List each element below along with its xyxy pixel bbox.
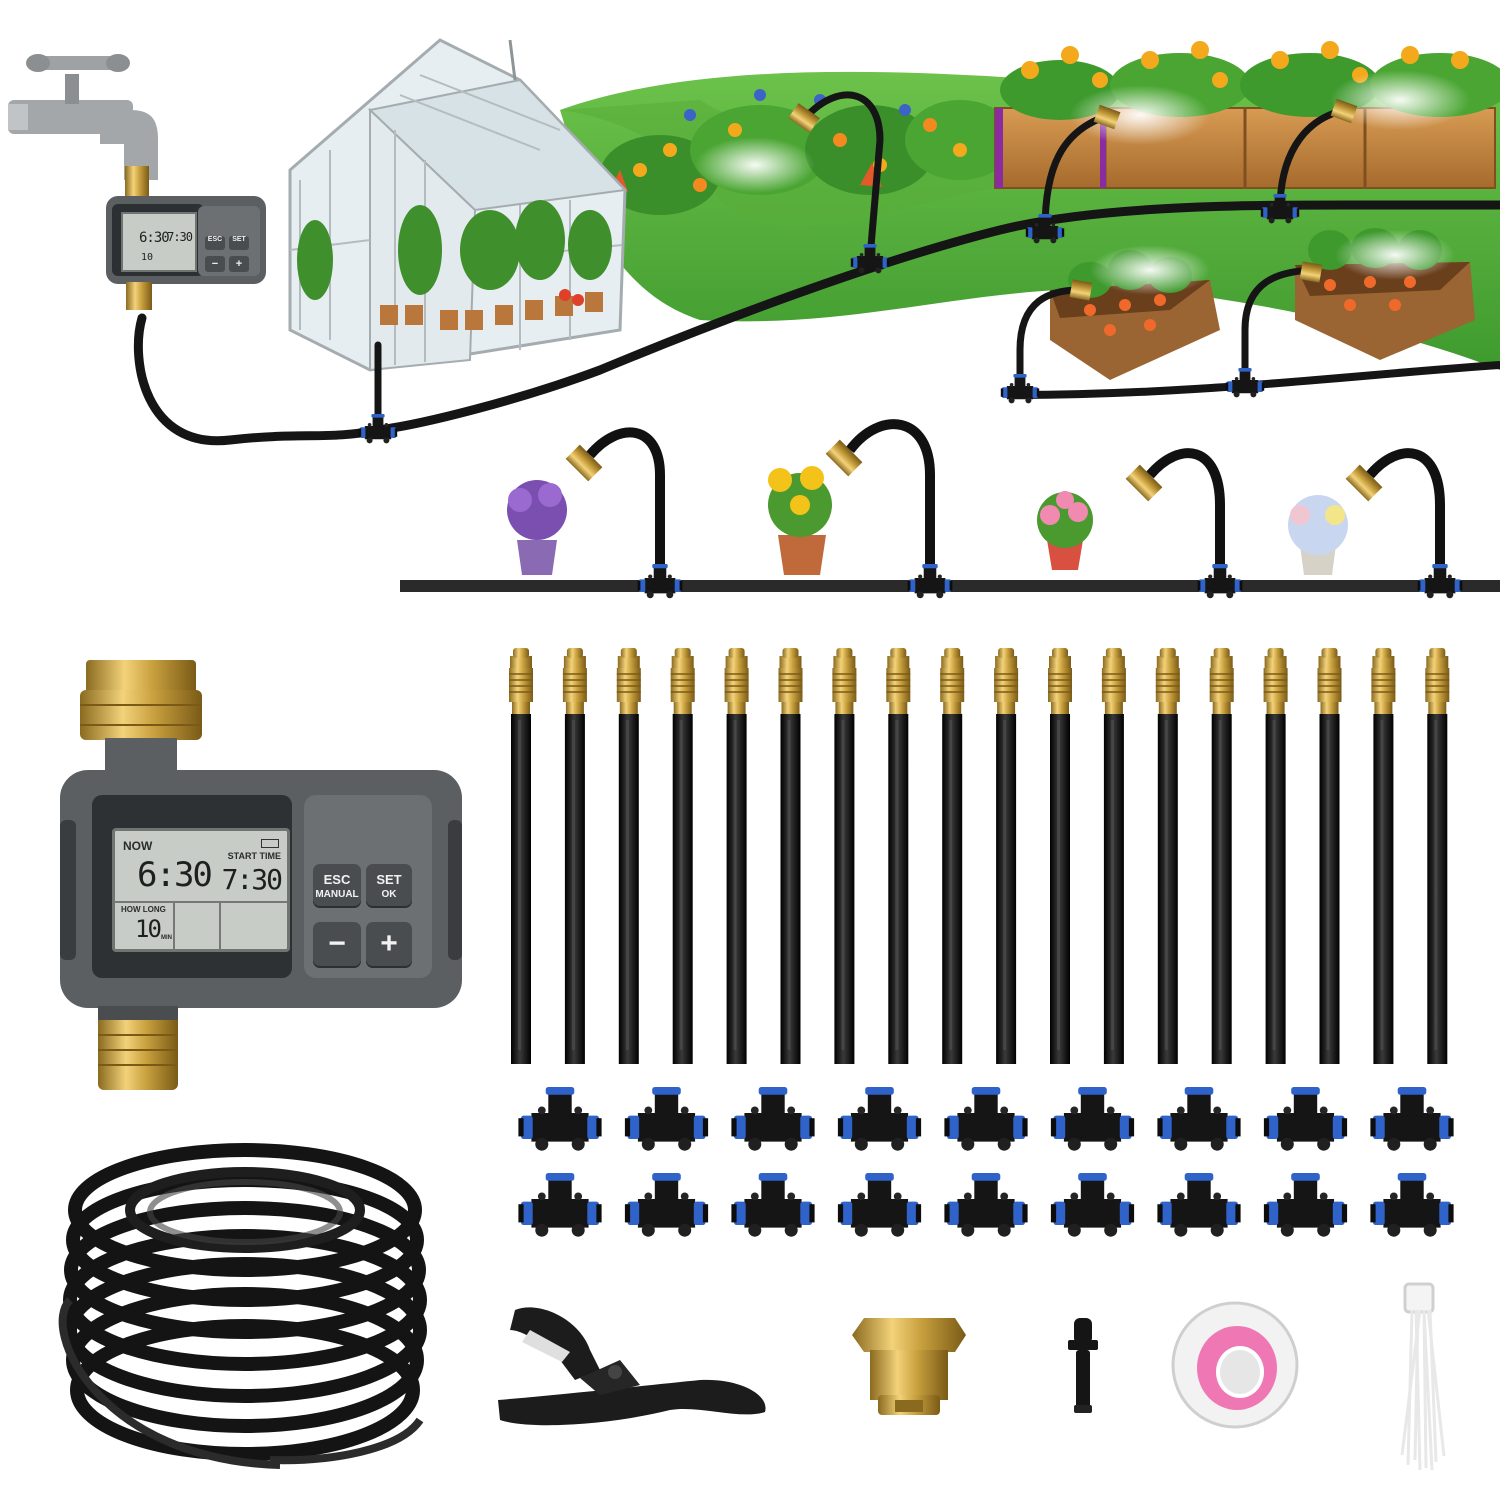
tee-connector (518, 1173, 602, 1237)
esc-manual-button: ESC MANUAL (313, 864, 361, 908)
tube-cutter (498, 1307, 766, 1426)
greenhouse-illustration (288, 38, 628, 372)
nozzle-tube (1047, 647, 1073, 1065)
teflon-tape (1171, 1301, 1299, 1429)
tee-connector (944, 1087, 1028, 1151)
nozzle-tube (1262, 647, 1289, 1065)
start-time-label: START TIME (227, 851, 281, 861)
nozzle-tube (669, 647, 696, 1065)
tee-connector (837, 1173, 922, 1237)
nozzle-tube (885, 647, 912, 1065)
duration-value: 10 (135, 915, 162, 943)
tee-connector (624, 1087, 709, 1151)
tee-connector (1370, 1087, 1454, 1151)
cable-ties (1400, 1282, 1446, 1471)
nozzle-tube (723, 647, 750, 1065)
tee-connector (731, 1087, 815, 1151)
start-time-value: 7:30 (221, 863, 283, 896)
small-timer-current-time: 6:30 (139, 230, 170, 246)
tee-connector (944, 1173, 1028, 1237)
nozzle-tube (939, 647, 965, 1065)
tee-connector (1157, 1087, 1241, 1151)
tee-connector (624, 1173, 709, 1237)
timer-display: NOW 6:30 START TIME 7:30 HOW LONG 10 MIN (112, 828, 290, 952)
nozzle-tube (508, 647, 534, 1065)
small-plus-label: + (235, 258, 243, 270)
tee-connector (518, 1087, 602, 1151)
esc-label: ESC (323, 872, 351, 887)
small-timer-duration: 10 (141, 252, 154, 263)
lcd-divider (219, 901, 221, 949)
pot-row-illustration (400, 419, 1500, 599)
small-minus-label: − (211, 258, 219, 270)
tee-connector (1050, 1173, 1135, 1237)
ok-label: OK (381, 889, 397, 900)
now-label: NOW (123, 839, 153, 853)
small-set-label: SET (232, 236, 246, 243)
small-esc-button: ESC (205, 236, 225, 250)
small-set-button: SET (229, 236, 249, 250)
nozzle-tube (777, 647, 804, 1065)
manual-label: MANUAL (315, 889, 359, 900)
tee-connector-set (518, 1087, 1454, 1237)
nozzle-tube (1155, 647, 1181, 1065)
nozzle-tube (1424, 647, 1451, 1065)
battery-icon (261, 839, 279, 848)
lcd-divider (173, 901, 175, 949)
faucet-illustration (8, 54, 158, 180)
duration-unit: MIN (161, 935, 172, 941)
tee-connector (731, 1173, 815, 1237)
tee-connector (1370, 1173, 1454, 1237)
tee-connector (1157, 1173, 1241, 1237)
set-label: SET (376, 872, 402, 887)
small-esc-label: ESC (207, 236, 223, 243)
small-minus-button: − (205, 256, 225, 272)
nozzle-tube (831, 647, 858, 1065)
small-timer-display: 6:30 7:30 10 (121, 212, 197, 272)
hole-plug (1068, 1318, 1098, 1413)
nozzle-tube (616, 647, 642, 1065)
brass-adapter (852, 1318, 966, 1415)
nozzle-tube-set (508, 647, 1451, 1065)
small-plus-button: + (229, 256, 249, 272)
hose-coil (58, 1143, 427, 1469)
minus-icon: − (328, 927, 346, 960)
nozzle-tube (1370, 647, 1397, 1065)
tee-connector (1263, 1173, 1348, 1237)
nozzle-tube (562, 647, 588, 1065)
minus-button: − (313, 922, 361, 968)
tee-connector (1050, 1087, 1135, 1151)
how-long-label: HOW LONG (121, 905, 166, 914)
current-time: 6:30 (137, 855, 213, 895)
plus-button: + (366, 922, 412, 968)
tee-connector (1263, 1087, 1348, 1151)
tee-connector (837, 1087, 922, 1151)
nozzle-tube (1316, 647, 1343, 1065)
small-timer-start-time: 7:30 (167, 230, 193, 244)
plus-icon: + (380, 927, 398, 960)
nozzle-tube (1208, 647, 1235, 1065)
nozzle-tube (993, 647, 1019, 1065)
set-ok-button: SET OK (366, 864, 412, 908)
lcd-divider (115, 901, 287, 903)
nozzle-tube (1101, 647, 1127, 1065)
